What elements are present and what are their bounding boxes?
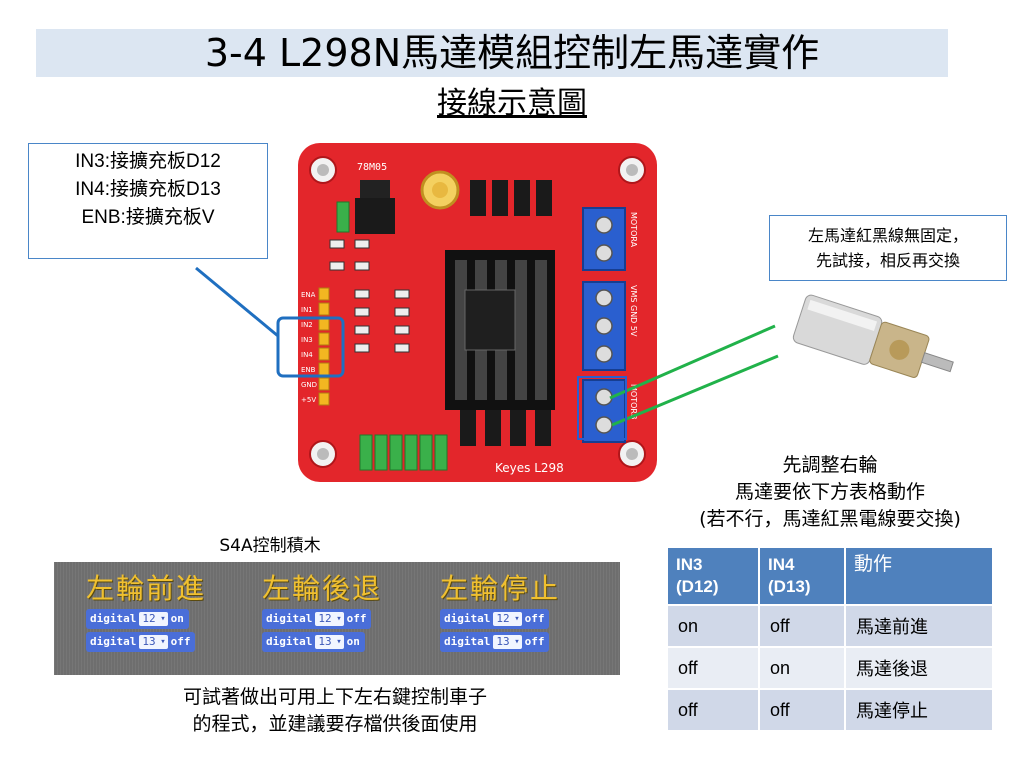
table-row: on off 馬達前進 [666, 604, 994, 648]
digital-block[interactable]: digital13on [262, 632, 365, 652]
chip-label: 78M05 [357, 162, 387, 173]
subtitle-text: 接線示意圖 [437, 86, 587, 121]
slide-title: 3-4 L298N馬達模組控制左馬達實作 [204, 31, 820, 75]
table-row: off off 馬達停止 [666, 688, 994, 732]
pin-label-in3: IN3 [301, 336, 313, 344]
wiring-note-box: IN3:接擴充板D12 IN4:接擴充板D13 ENB:接擴充板V [28, 143, 268, 259]
l298n-board-image: 78M05 ENA IN1 IN2 IN3 IN4 ENB GND +5V [298, 143, 657, 482]
pin-label-in2: IN2 [301, 321, 313, 329]
pin-dropdown[interactable]: 12 [139, 612, 168, 626]
s4a-blocks-panel: 左輪前進 digital12on digital13off 左輪後退 digit… [54, 562, 620, 675]
action-table: IN3 (D12) IN4 (D13) 動作 on off 馬達前進 off o… [666, 546, 994, 732]
table-cell: off [666, 688, 760, 732]
block-title: 左輪前進 [86, 572, 207, 605]
header-in3: IN3 (D12) [666, 546, 760, 606]
motor-image [792, 294, 954, 378]
digital-block[interactable]: digital12off [440, 609, 550, 629]
pin-label-ena: ENA [301, 291, 316, 299]
pin-label-in1: IN1 [301, 306, 313, 314]
footnote-line: 可試著做出可用上下左右鍵控制車子 [182, 686, 487, 708]
pin-label-gnd: GND [301, 381, 317, 389]
table-cell: 馬達前進 [844, 604, 994, 648]
block-title: 左輪停止 [440, 572, 561, 605]
motor-note-line: 先試接，相反再交換 [815, 251, 960, 270]
digital-block[interactable]: digital12on [86, 609, 189, 629]
brand-label: Keyes L298 [495, 461, 564, 475]
table-cell: 馬達後退 [844, 646, 994, 690]
wiring-note-line: IN4:接擴充板D13 [75, 179, 221, 200]
table-cell: 馬達停止 [844, 688, 994, 732]
header-action: 動作 [844, 546, 994, 606]
motor-note-line: 左馬達紅黑線無固定， [807, 226, 968, 245]
table-cell: off [758, 688, 846, 732]
table-cell: on [758, 646, 846, 690]
pin-dropdown[interactable]: 13 [315, 635, 344, 649]
wiring-note-line: IN3:接擴充板D12 [75, 151, 221, 172]
table-cell: on [666, 604, 760, 648]
adjust-note-line: 先調整右輪 [782, 454, 878, 476]
digital-block[interactable]: digital12off [262, 609, 372, 629]
digital-block[interactable]: digital13off [86, 632, 196, 652]
footnote: 可試著做出可用上下左右鍵控制車子 的程式，並建議要存檔供後面使用 [80, 684, 590, 738]
block-title: 左輪後退 [262, 572, 383, 605]
pin-dropdown[interactable]: 13 [139, 635, 168, 649]
pin-dropdown[interactable]: 12 [315, 612, 344, 626]
s4a-block-backward: 左輪後退 digital12off digital13on [262, 572, 382, 652]
table-row: off on 馬達後退 [666, 646, 994, 690]
title-bar [36, 29, 948, 77]
terminal-label-a: MOTORA [629, 212, 638, 248]
adjust-note-line: (若不行，馬達紅黑電線要交換) [699, 508, 961, 530]
adjust-note: 先調整右輪 馬達要依下方表格動作 (若不行，馬達紅黑電線要交換) [640, 452, 1020, 533]
pin-dropdown[interactable]: 13 [493, 635, 522, 649]
table-cell: off [666, 646, 760, 690]
footnote-line: 的程式，並建議要存檔供後面使用 [192, 713, 478, 735]
terminal-label-b: MOTORB [629, 384, 638, 419]
header-in4: IN4 (D13) [758, 546, 846, 606]
table-cell: off [758, 604, 846, 648]
motor-note-box: 左馬達紅黑線無固定， 先試接，相反再交換 [769, 215, 1007, 281]
s4a-block-stop: 左輪停止 digital12off digital13off [440, 572, 560, 652]
pin-dropdown[interactable]: 12 [493, 612, 522, 626]
digital-block[interactable]: digital13off [440, 632, 550, 652]
pin-label-5v: +5V [301, 396, 316, 404]
slide-subtitle: 接線示意圖 [0, 86, 1024, 122]
terminal-label-power: VMS GND 5V [629, 285, 638, 337]
wiring-note-line: ENB:接擴充板V [81, 207, 215, 228]
pin-label-enb: ENB [301, 366, 316, 374]
s4a-label: S4A控制積木 [219, 536, 321, 556]
adjust-note-line: 馬達要依下方表格動作 [734, 481, 925, 503]
pin-label-in4: IN4 [301, 351, 313, 359]
s4a-block-forward: 左輪前進 digital12on digital13off [86, 572, 206, 652]
